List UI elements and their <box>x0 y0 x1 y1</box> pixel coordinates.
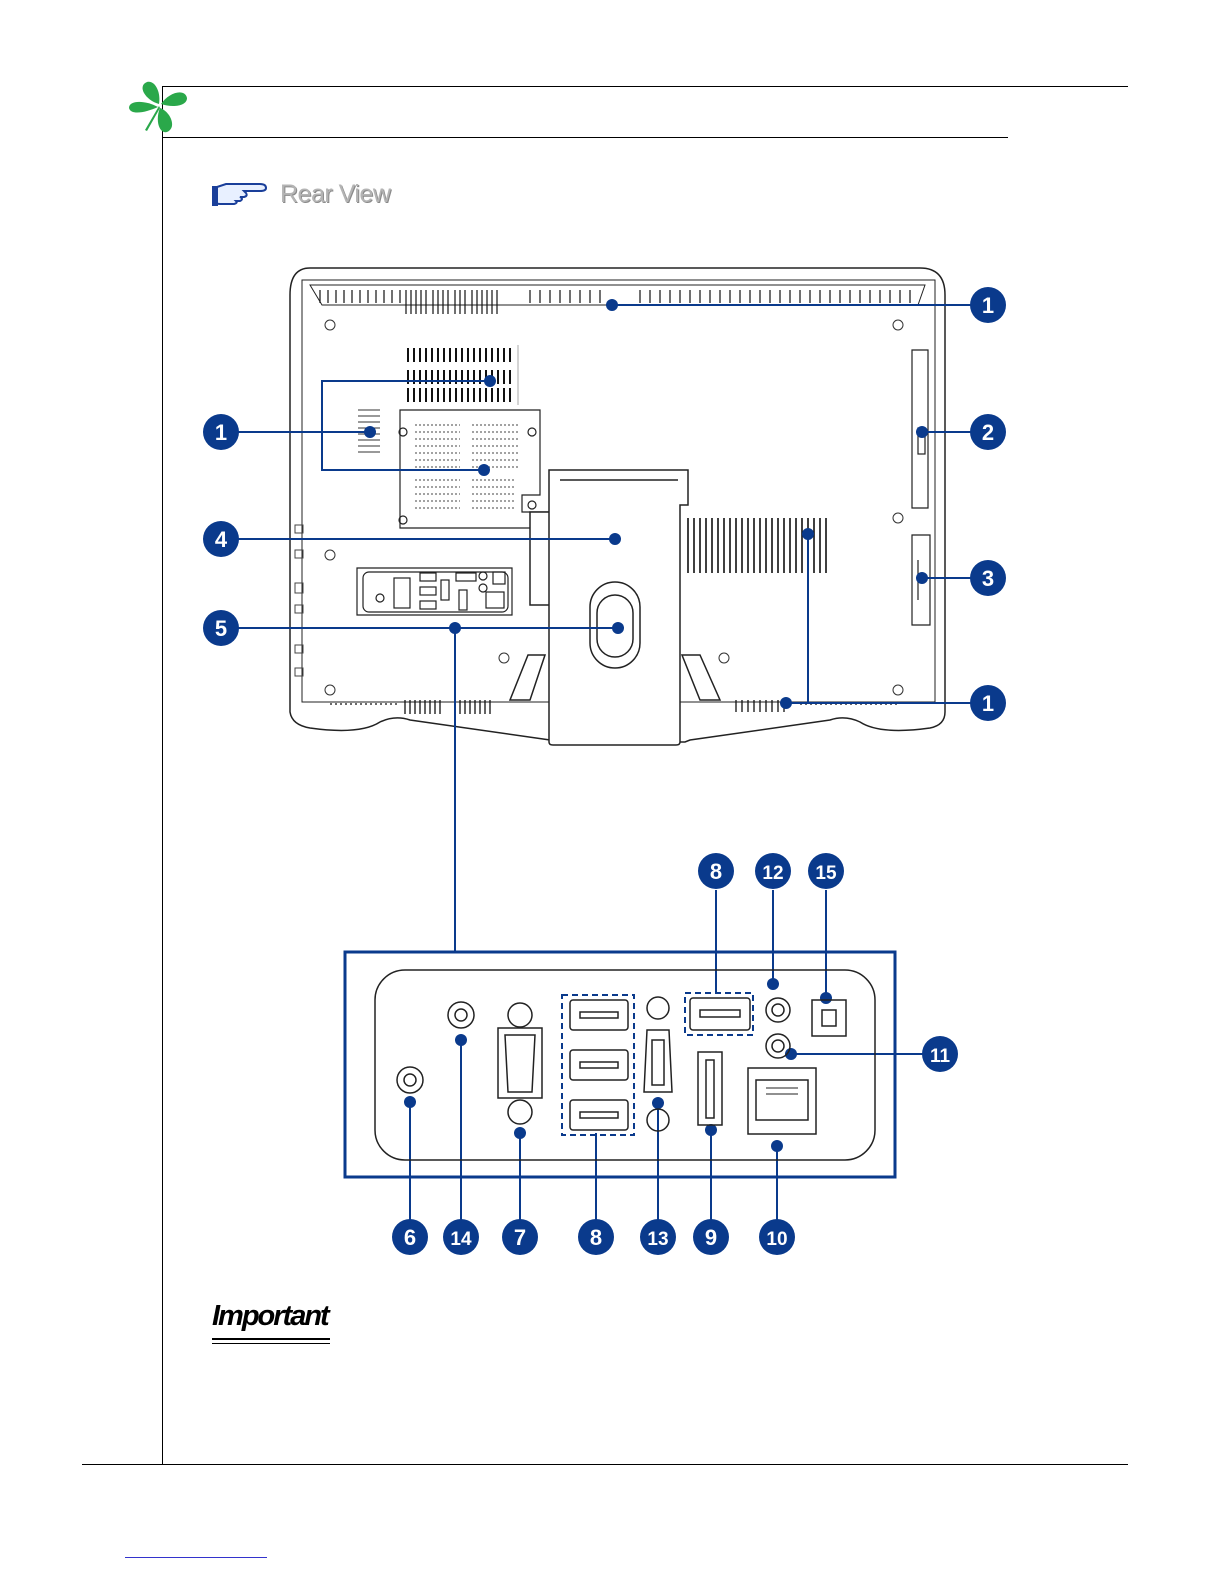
stand <box>510 470 720 745</box>
callout-num-optical-drive: 3 <box>982 566 994 591</box>
important-underline-2 <box>212 1343 330 1344</box>
callout-num-stand: 4 <box>215 527 228 552</box>
io-panel-frame <box>345 952 895 1177</box>
callout-num-vga: 7 <box>514 1225 526 1250</box>
callout-num-card-reader: 2 <box>982 420 994 445</box>
callout-num-hdmi: 13 <box>647 1229 668 1250</box>
callout-num-power: 6 <box>404 1225 416 1250</box>
callout-num-antenna: 14 <box>450 1229 472 1250</box>
callout-num-bottom-vent: 1 <box>982 691 994 716</box>
callout-num-esata: 9 <box>705 1225 717 1250</box>
callout-numbers: 1 1 2 4 3 5 1 8 12 15 11 6 14 7 8 13 9 1… <box>215 293 994 1250</box>
important-underline-1 <box>212 1338 330 1340</box>
callout-num-usb-stack: 8 <box>590 1225 602 1250</box>
callout-num-audio-out: 11 <box>930 1046 951 1067</box>
callout-num-usb-top: 8 <box>710 859 722 884</box>
right-vent <box>688 518 826 573</box>
callout-num-top-vent: 1 <box>982 293 994 318</box>
important-heading: Important <box>212 1300 328 1333</box>
io-panel-large <box>375 970 875 1160</box>
io-panel-small <box>357 568 512 615</box>
memory-cover-vents <box>415 425 520 508</box>
callout-num-lan: 10 <box>766 1229 787 1250</box>
leader-lines <box>221 305 988 1220</box>
callout-num-spdif: 15 <box>815 863 837 884</box>
upper-vent <box>408 348 510 402</box>
callout-num-audio-in: 12 <box>762 863 783 884</box>
callout-num-io-panel: 5 <box>215 616 227 641</box>
callout-num-left-vent: 1 <box>215 420 227 445</box>
